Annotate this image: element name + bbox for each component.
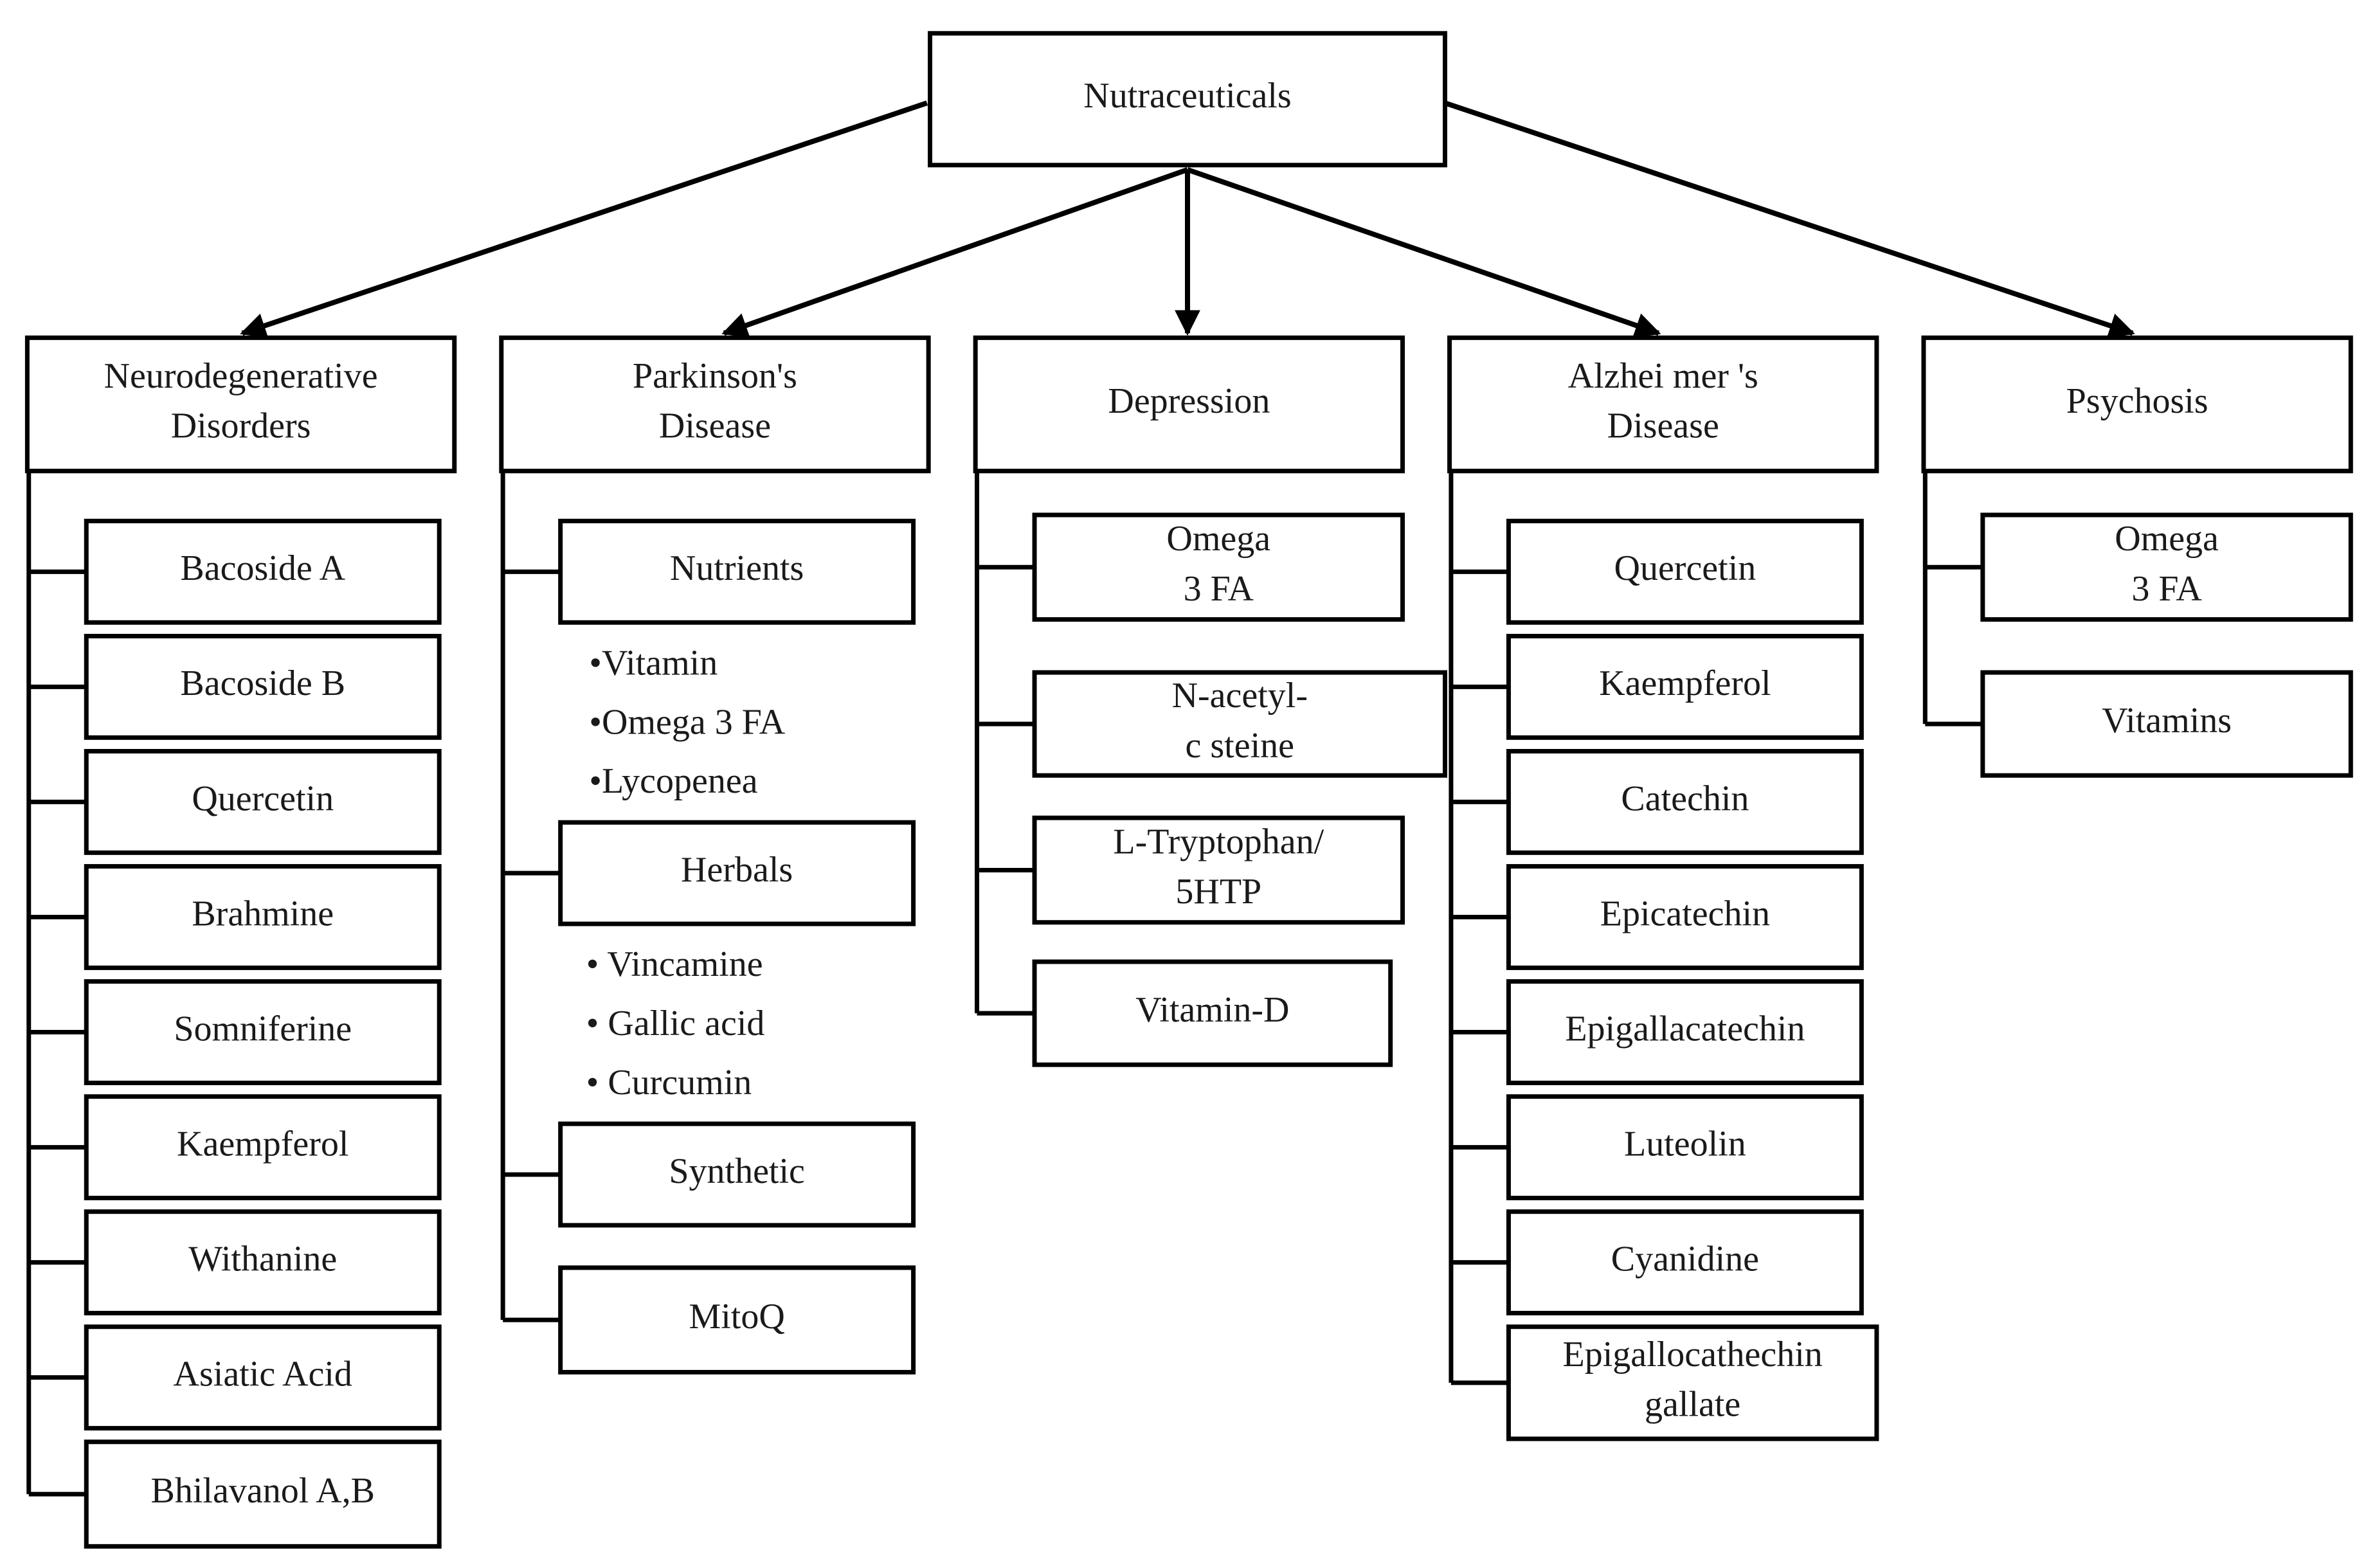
category-2-item-3-text: Synthetic (669, 1151, 805, 1191)
category-1-title-text: Neurodegenerative (104, 356, 378, 396)
category-5-item-1 (1980, 512, 2353, 622)
category-4-item-1 (1506, 518, 1864, 625)
category-2-bullet-2-2: • Gallic acid (586, 1004, 765, 1043)
category-4-item-4 (1506, 864, 1864, 970)
category-2-bullet-2-3: • Curcumin (586, 1063, 752, 1103)
category-5-title-text: Psychosis (2066, 381, 2208, 421)
category-1-item-5-text: Somniferine (174, 1009, 352, 1049)
category-3-item-4 (1032, 959, 1393, 1067)
category-3-item-4-text: Vitamin-D (1135, 990, 1289, 1030)
category-1-item-6 (84, 1094, 442, 1200)
category-4-item-5-text: Epigallacatechin (1565, 1009, 1805, 1049)
category-2-bullet-1-3: •Lycopenea (589, 761, 757, 801)
category-2-bullet-1-1: •Vitamin (589, 643, 718, 683)
category-1-item-2-text: Bacoside B (180, 663, 345, 703)
category-2-header (499, 335, 931, 474)
category-4-item-5 (1506, 979, 1864, 1085)
category-5-item-1-text: Omega (2115, 519, 2219, 559)
category-2-item-4 (558, 1265, 916, 1374)
category-4-item-7 (1506, 1209, 1864, 1316)
arrow-5 (1444, 100, 2135, 338)
category-1-item-2 (84, 633, 442, 740)
category-1-title-text: Disorders (171, 406, 311, 446)
category-1-item-9 (84, 1439, 442, 1549)
category-1-item-6-text: Kaempferol (177, 1124, 348, 1164)
category-5-header (1921, 335, 2353, 474)
category-1-item-9-text: Bhilavanol A,B (151, 1471, 375, 1511)
category-4-item-7-text: Cyanidine (1611, 1239, 1759, 1279)
category-3-item-1-text: Omega (1166, 519, 1270, 559)
category-4-item-8 (1506, 1324, 1879, 1441)
category-2-item-2-text: Herbals (681, 850, 793, 890)
category-4-item-8-text: gallate (1645, 1385, 1740, 1425)
category-2-item-3 (558, 1121, 916, 1228)
category-4-title-text: Disease (1607, 406, 1719, 446)
category-5-item-2 (1980, 670, 2353, 778)
category-3-item-3-text: L-Tryptophan/ (1113, 822, 1324, 861)
category-4-item-3-text: Catechin (1621, 779, 1749, 818)
category-3-title-text: Depression (1108, 381, 1270, 421)
arrow-2 (721, 167, 1189, 338)
category-3-header (973, 335, 1405, 474)
category-5-item-1-text: 3 FA (2131, 569, 2202, 609)
category-2-item-4-text: MitoQ (689, 1297, 784, 1337)
category-1-item-8-text: Asiatic Acid (174, 1355, 352, 1394)
category-3-item-3-text: 5HTP (1175, 872, 1261, 912)
category-1-item-3 (84, 749, 442, 855)
category-3-item-1 (1032, 512, 1405, 622)
category-1-item-1 (84, 518, 442, 625)
category-2-item-1 (558, 518, 916, 625)
category-4-item-8-text: Epigallocathechin (1563, 1335, 1823, 1374)
category-2-bullet-2-1: • Vincamine (586, 944, 763, 984)
category-1-item-7-text: Withanine (188, 1239, 337, 1279)
category-4-item-1-text: Quercetin (1614, 548, 1756, 588)
category-3-item-3 (1032, 815, 1405, 925)
category-5-item-2-text: Vitamins (2102, 701, 2232, 741)
category-3-item-2-text: N-acetyl- (1172, 676, 1308, 716)
category-2-title-text: Disease (659, 406, 771, 446)
category-4-item-6 (1506, 1094, 1864, 1200)
category-4-item-3 (1506, 749, 1864, 855)
category-1-item-5 (84, 979, 442, 1085)
category-1-item-4 (84, 864, 442, 970)
category-2-title-text: Parkinson's (633, 356, 797, 396)
category-3-item-1-text: 3 FA (1184, 569, 1254, 609)
arrow-4 (1186, 167, 1661, 338)
category-1-header (24, 335, 457, 474)
category-3-item-2 (1032, 670, 1447, 778)
category-2-bullet-1-2: •Omega 3 FA (589, 702, 785, 742)
arrow-1 (240, 100, 928, 338)
category-4-item-6-text: Luteolin (1624, 1124, 1746, 1164)
category-1-item-1-text: Bacoside A (180, 548, 345, 588)
category-2-item-1-text: Nutrients (670, 548, 804, 588)
category-4-item-2-text: Kaempferol (1599, 663, 1771, 703)
category-4-item-4-text: Epicatechin (1600, 894, 1770, 933)
category-1-item-8 (84, 1324, 442, 1431)
category-3-item-2-text: c steine (1186, 726, 1294, 766)
root-label-text: Nutraceuticals (1083, 76, 1291, 116)
category-4-item-2 (1506, 633, 1864, 740)
category-1-item-7 (84, 1209, 442, 1316)
category-4-title-text: Alzhei mer 's (1568, 356, 1758, 396)
category-4-header (1447, 335, 1879, 474)
category-2-item-2 (558, 820, 916, 926)
category-1-item-4-text: Brahmine (192, 894, 334, 933)
root-box (928, 31, 1447, 168)
category-1-item-3-text: Quercetin (192, 779, 334, 818)
